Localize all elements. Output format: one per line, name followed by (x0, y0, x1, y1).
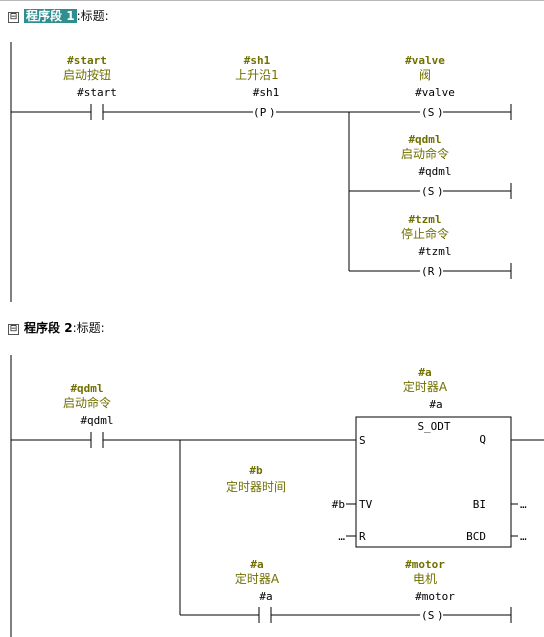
comment-label: 阀 (419, 68, 431, 82)
operand-label: #start (77, 86, 117, 99)
comment-label: 定时器时间 (226, 479, 286, 494)
comment-label: 启动按钮 (63, 67, 111, 82)
coil-right-paren: ) (269, 106, 276, 119)
pin-bcd: BCD (466, 530, 486, 543)
network-number: 2 (64, 321, 73, 335)
edge-detect-sh1[interactable]: #sh1 上升沿1 #sh1 ( P ) (235, 54, 279, 119)
symbol-label: #qdml (408, 133, 441, 146)
coil-tzml[interactable]: #tzml 停止命令 #tzml ( R ) (401, 213, 512, 279)
coil-glyph: S (428, 106, 435, 119)
network-1: #start 启动按钮 #start #sh1 上升沿1 #sh1 ( P ) … (10, 42, 512, 302)
coil-right-paren: ) (437, 185, 444, 198)
contact-start[interactable]: #start 启动按钮 #start (63, 54, 117, 120)
comment-label: 停止命令 (401, 226, 449, 241)
symbol-label: #tzml (408, 213, 441, 226)
comment-label: 定时器A (235, 571, 280, 586)
symbol-label: #valve (405, 54, 445, 67)
symbol-label: #motor (405, 558, 445, 571)
coil-valve[interactable]: #valve 阀 #valve ( S ) (405, 54, 512, 120)
pin-bi: BI (473, 498, 486, 511)
collapse-icon[interactable]: ⊟ (8, 12, 19, 23)
network-title-separator: : (72, 321, 77, 335)
pin-r: R (359, 530, 366, 543)
operand-label: #qdml (418, 165, 451, 178)
coil-right-paren: ) (437, 609, 444, 622)
network-number: 1 (66, 9, 75, 23)
contact-qdml[interactable]: #qdml 启动命令 #qdml (63, 382, 114, 448)
coil-glyph: R (428, 265, 435, 278)
symbol-label: #a (250, 558, 263, 571)
network-label-text: 程序段 (26, 9, 63, 23)
symbol-label: #start (67, 54, 107, 67)
r-parameter-placeholder[interactable]: … (338, 530, 345, 543)
coil-motor[interactable]: #motor 电机 #motor ( S ) (405, 558, 512, 623)
pin-tv: TV (359, 498, 373, 511)
symbol-label: #b (249, 464, 263, 477)
coil-glyph: S (428, 609, 435, 622)
symbol-label: #a (418, 366, 431, 379)
coil-qdml[interactable]: #qdml 启动命令 #qdml ( S ) (401, 133, 512, 199)
pin-s: S (359, 434, 366, 447)
network-2-title[interactable]: 标题: (76, 321, 105, 335)
symbol-label: #qdml (70, 382, 103, 395)
comment-label: 启动命令 (63, 395, 111, 410)
network-1-header[interactable]: ⊟ 程序段 1:标题: (8, 7, 109, 25)
timer-type: S_ODT (417, 420, 450, 433)
operand-label: #b (332, 498, 345, 511)
coil-left-paren: ( (253, 106, 260, 119)
comment-label: 上升沿1 (235, 68, 279, 82)
network-1-title[interactable]: 标题: (80, 9, 109, 23)
symbol-label: #sh1 (244, 54, 271, 67)
collapse-icon[interactable]: ⊟ (8, 324, 19, 335)
operand-label: #a (259, 590, 272, 603)
comment-label: 启动命令 (401, 146, 449, 161)
operand-label: #a (429, 398, 442, 411)
network-2: #qdml 启动命令 #qdml #a 定时器A #a S_ODT S TV R… (10, 355, 544, 637)
coil-right-paren: ) (437, 265, 444, 278)
tv-parameter[interactable]: #b 定时器时间 #b (226, 464, 356, 511)
operand-label: #tzml (418, 245, 451, 258)
network-2-header[interactable]: ⊟ 程序段 2:标题: (8, 319, 105, 337)
coil-left-paren: ( (421, 185, 428, 198)
bi-output-placeholder[interactable]: … (520, 498, 527, 511)
network-label-text: 程序段 (24, 321, 61, 335)
network-title-separator: : (76, 9, 81, 23)
pin-q: Q (479, 433, 486, 446)
operand-label: #sh1 (253, 86, 280, 99)
coil-right-paren: ) (437, 106, 444, 119)
window-top-border (0, 0, 544, 1)
coil-left-paren: ( (421, 609, 428, 622)
coil-left-paren: ( (421, 106, 428, 119)
coil-glyph: P (260, 106, 267, 119)
comment-label: 电机 (413, 572, 437, 586)
operand-label: #valve (415, 86, 455, 99)
coil-left-paren: ( (421, 265, 428, 278)
operand-label: #motor (415, 590, 455, 603)
timer-block-s-odt[interactable]: #a 定时器A #a S_ODT S TV R Q BI BCD (355, 366, 512, 548)
network-2-label[interactable]: 程序段 2 (24, 321, 73, 335)
contact-a[interactable]: #a 定时器A #a (235, 558, 280, 623)
comment-label: 定时器A (403, 379, 448, 394)
bcd-output-placeholder[interactable]: … (520, 530, 527, 543)
timer-box (355, 416, 512, 548)
operand-label: #qdml (80, 414, 113, 427)
coil-glyph: S (428, 185, 435, 198)
network-1-label[interactable]: 程序段 1 (24, 9, 77, 23)
